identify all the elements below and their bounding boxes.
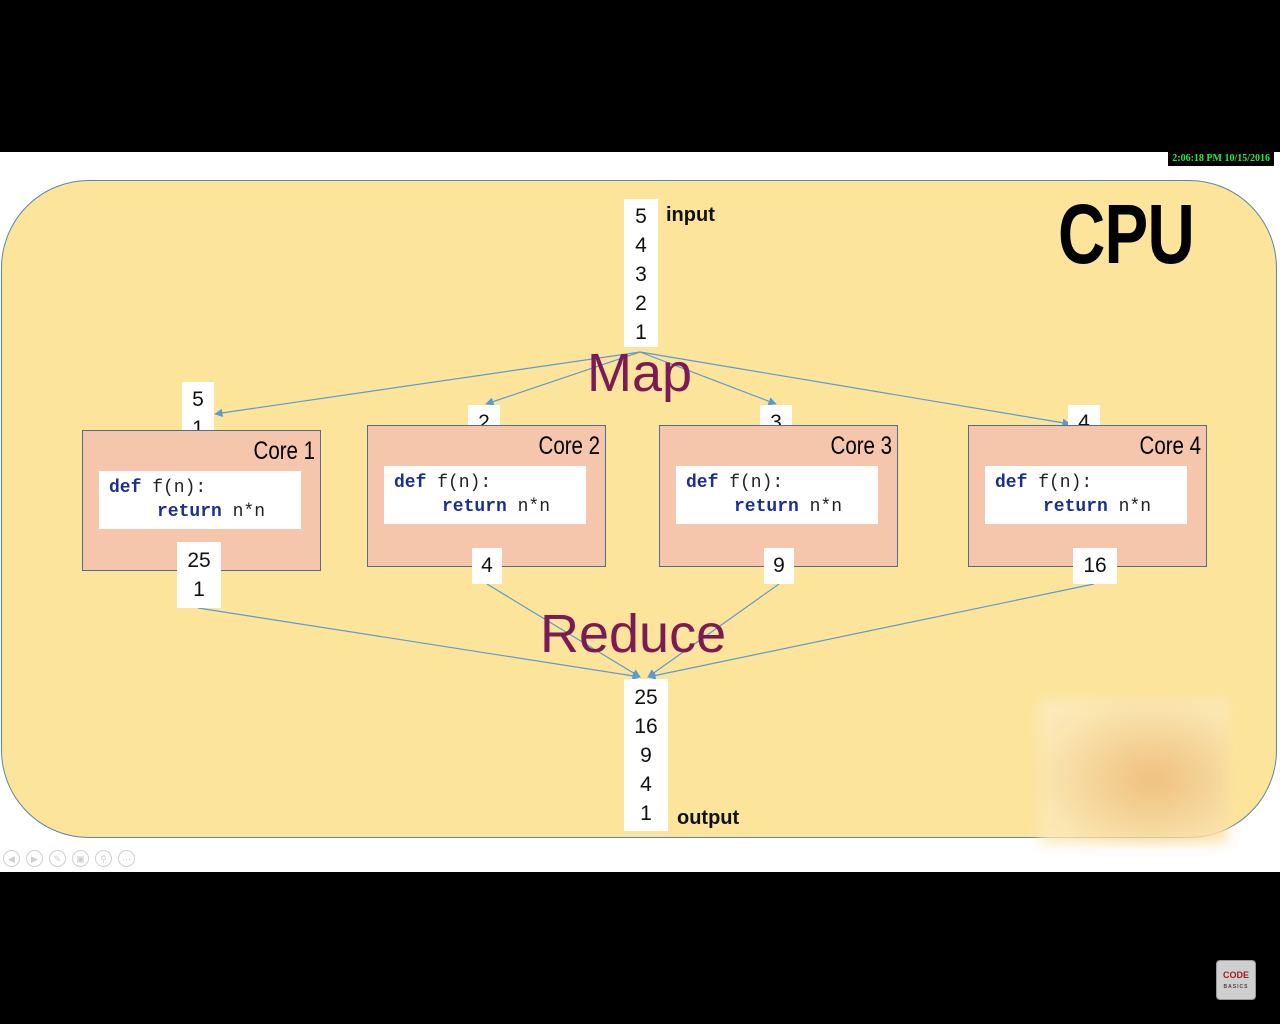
function-signature: f(n): — [718, 473, 784, 493]
input-label: input — [666, 204, 715, 226]
def-keyword: def — [686, 473, 719, 493]
blurred-webcam-overlay — [1040, 700, 1228, 844]
output-list: 25 16 9 4 1 — [624, 679, 668, 831]
core-4: Core 4 def f(n): return n*n — [968, 425, 1207, 567]
channel-logo-sub: BASICS — [1223, 984, 1249, 990]
reduce-arrow-core-4 — [647, 583, 1095, 680]
output-value: 4 — [640, 773, 652, 796]
map-label: Map — [587, 343, 693, 403]
input-value: 2 — [635, 292, 647, 315]
function-signature: f(n): — [426, 473, 492, 493]
core-1-output: 25 1 — [177, 542, 221, 608]
core-output-value: 1 — [193, 578, 205, 601]
reduce-arrow-core-1 — [197, 607, 641, 680]
return-keyword: return — [1043, 497, 1108, 517]
input-value: 3 — [635, 263, 647, 286]
channel-logo: CODE BASICS — [1216, 960, 1256, 1000]
return-keyword: return — [734, 497, 799, 517]
return-expression: n*n — [798, 497, 843, 517]
timestamp: 2:06:18 PM 10/15/2016 — [1168, 152, 1274, 166]
output-value: 16 — [634, 715, 658, 738]
zoom-icon[interactable]: ⚲ — [95, 850, 112, 867]
function-signature: f(n): — [1027, 473, 1093, 493]
core-3-output: 9 — [764, 548, 794, 584]
core-title: Core 4 — [1139, 432, 1201, 460]
map-arrow-core-2 — [485, 351, 641, 406]
code-block: def f(n): return n*n — [676, 466, 878, 524]
return-expression: n*n — [506, 497, 551, 517]
slideshow-controls: ◀ ▶ ✎ ▣ ⚲ ⋯ — [3, 850, 135, 867]
function-signature: f(n): — [141, 478, 207, 498]
output-value: 1 — [640, 802, 652, 825]
core-title: Core 1 — [253, 437, 315, 465]
map-arrow-core-1 — [214, 351, 641, 418]
reduce-arrow-core-3 — [647, 583, 780, 678]
def-keyword: def — [109, 478, 142, 498]
output-value: 9 — [640, 744, 652, 767]
output-value: 25 — [634, 686, 658, 709]
more-icon[interactable]: ⋯ — [118, 850, 135, 867]
map-arrow-core-3 — [639, 351, 777, 406]
return-expression: n*n — [1107, 497, 1152, 517]
input-value: 4 — [635, 234, 647, 257]
code-block: def f(n): return n*n — [99, 471, 301, 529]
channel-logo-main: CODE — [1222, 970, 1249, 980]
core-2-output: 4 — [472, 548, 502, 584]
input-value: 5 — [635, 205, 647, 228]
input-value: 1 — [635, 321, 647, 344]
core-4-output: 16 — [1073, 548, 1117, 584]
slide: 2:06:18 PM 10/15/2016 CPU 5 4 3 2 1 inpu… — [0, 152, 1280, 872]
cpu-title: CPU — [1058, 187, 1195, 281]
return-keyword: return — [442, 497, 507, 517]
return-keyword: return — [157, 502, 222, 522]
core-output-value: 25 — [187, 549, 211, 572]
code-block: def f(n): return n*n — [985, 466, 1187, 524]
input-list: 5 4 3 2 1 — [624, 199, 658, 347]
core-2: Core 2 def f(n): return n*n — [367, 425, 606, 567]
prev-icon[interactable]: ◀ — [3, 850, 20, 867]
reduce-arrow-core-2 — [486, 583, 641, 678]
core-input-value: 5 — [192, 388, 204, 411]
def-keyword: def — [394, 473, 427, 493]
slides-icon[interactable]: ▣ — [72, 850, 89, 867]
def-keyword: def — [995, 473, 1028, 493]
output-label: output — [677, 807, 740, 829]
code-block: def f(n): return n*n — [384, 466, 586, 524]
return-expression: n*n — [221, 502, 266, 522]
core-3: Core 3 def f(n): return n*n — [659, 425, 898, 567]
pen-icon[interactable]: ✎ — [49, 850, 66, 867]
core-input-value: 1 — [192, 417, 204, 440]
next-icon[interactable]: ▶ — [26, 850, 43, 867]
core-title: Core 2 — [538, 432, 600, 460]
map-arrow-core-4 — [639, 351, 1071, 427]
core-title: Core 3 — [830, 432, 892, 460]
reduce-label: Reduce — [540, 604, 727, 664]
flow-arrows — [197, 351, 1095, 680]
